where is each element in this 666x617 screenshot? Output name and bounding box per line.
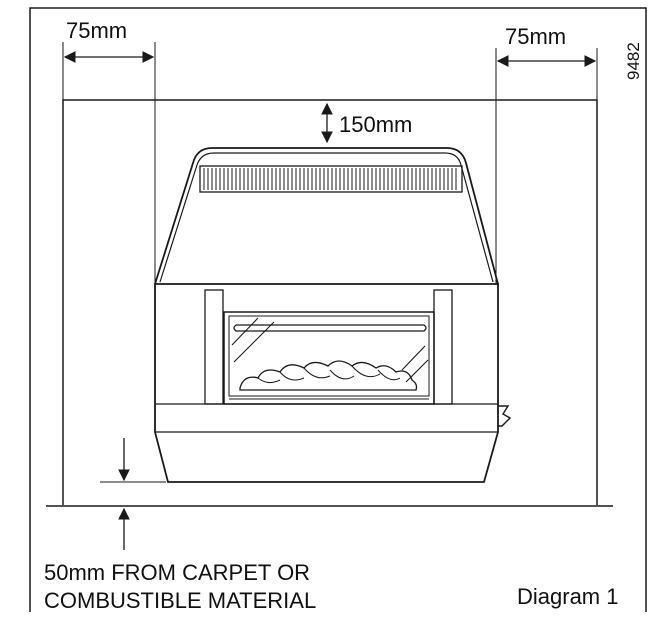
diagram-caption: Diagram 1 (517, 584, 618, 609)
left-pillar (204, 289, 224, 405)
floor-clearance-dimension (100, 438, 166, 550)
outer-frame (29, 7, 647, 612)
left-clearance-label: 75mm (66, 18, 127, 43)
gas-fire-unit (154, 147, 512, 483)
canopy (154, 147, 499, 285)
burner-bar (233, 324, 427, 332)
fire-window (223, 311, 435, 405)
top-clearance-label: 150mm (339, 112, 412, 137)
wall-panel (62, 99, 598, 505)
control-knob (498, 405, 512, 427)
right-clearance-dimension (495, 48, 598, 285)
coal-bed (239, 360, 418, 391)
fire-body (154, 283, 499, 483)
left-clearance-dimension (62, 42, 156, 285)
glass-reflection (231, 317, 429, 383)
louvre-grille (199, 165, 463, 193)
floor-note-line1: 50mm FROM CARPET OR (44, 560, 310, 585)
floor-note-line2: COMBUSTIBLE MATERIAL (44, 588, 316, 613)
reference-code: 9482 (624, 42, 643, 80)
right-pillar (433, 289, 453, 405)
right-clearance-label: 75mm (505, 24, 566, 49)
